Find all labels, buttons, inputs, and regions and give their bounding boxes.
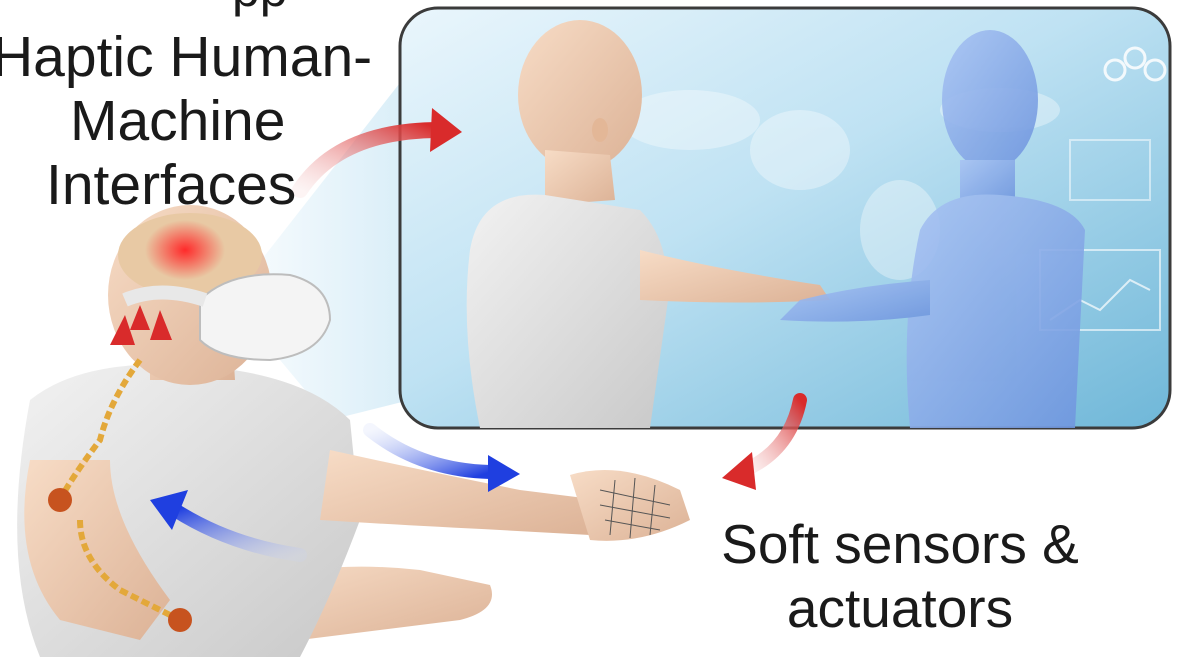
title-line-1: Haptic Human- [0,28,372,86]
sensors-label: Soft sensors & actuators [690,512,1110,640]
arrow-red-bottom-head [722,452,756,490]
title-line-3: Interfaces [46,156,296,214]
title-line-2: Machine [70,92,285,150]
arrow-blue-right-head [488,455,520,492]
vr-headset [200,274,330,360]
sensors-line-2: actuators [690,576,1110,640]
sensors-line-1: Soft sensors & [690,512,1110,576]
top-cut-text: pp [232,0,288,18]
vr-panel [400,8,1170,428]
